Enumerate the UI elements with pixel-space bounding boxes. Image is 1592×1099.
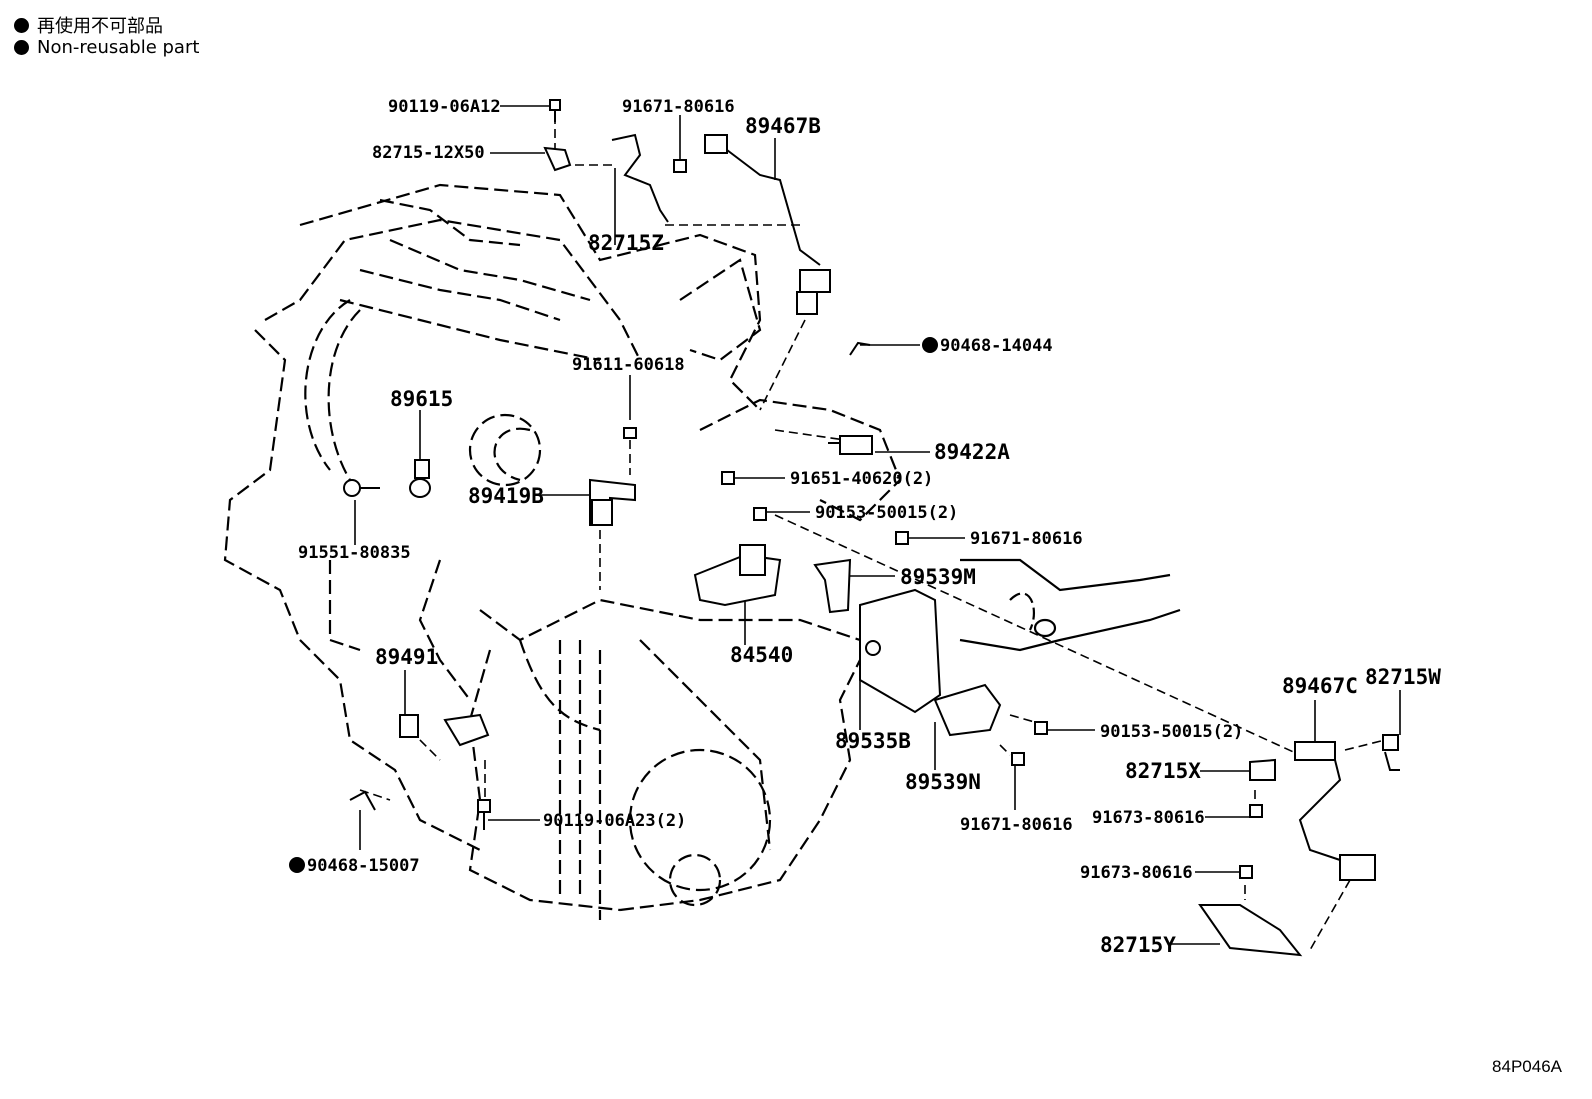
bolt-icon bbox=[895, 531, 909, 545]
bolt-icon bbox=[1011, 752, 1025, 766]
non-reusable-dot-icon bbox=[922, 337, 938, 353]
part-label: 91651-40620(2) bbox=[790, 469, 933, 489]
bracket-icon bbox=[1249, 758, 1276, 781]
part-label: 82715Z bbox=[588, 231, 664, 255]
part-label: 89539M bbox=[900, 565, 976, 589]
part-label: 89535B bbox=[835, 729, 911, 753]
part-label: 91551-80835 bbox=[298, 543, 411, 563]
bolt-icon bbox=[477, 799, 491, 830]
part-label: 89467B bbox=[745, 114, 821, 138]
part-label: 91671-80616 bbox=[622, 97, 735, 117]
sensor-icon bbox=[399, 713, 490, 747]
bolt-icon bbox=[343, 479, 380, 497]
clamp-icon bbox=[1382, 734, 1400, 771]
component-sketches bbox=[343, 99, 1400, 957]
part-label: 90153-50015(2) bbox=[815, 503, 958, 523]
part-label: 84540 bbox=[730, 643, 793, 667]
part-label: 82715W bbox=[1365, 665, 1441, 689]
bracket-icon bbox=[543, 146, 572, 172]
part-label: 91673-80616 bbox=[1092, 808, 1205, 828]
bolt-icon bbox=[721, 471, 735, 485]
legend-en-text: Non-reusable part bbox=[37, 37, 200, 58]
bracket-icon bbox=[813, 558, 852, 614]
speed-sensor-icon bbox=[1294, 741, 1376, 881]
sensor-icon bbox=[704, 134, 831, 315]
engine-outline bbox=[223, 183, 902, 920]
wire-harness-icon bbox=[611, 133, 669, 223]
non-reusable-dot-icon bbox=[289, 857, 305, 873]
speed-sensor-icon bbox=[589, 478, 636, 526]
part-label: 89615 bbox=[390, 387, 453, 411]
bracket-icon bbox=[1198, 904, 1303, 957]
legend-row-en: Non-reusable part bbox=[14, 37, 199, 58]
part-label: 82715Y bbox=[1100, 933, 1176, 957]
part-label: 89419B bbox=[468, 484, 544, 508]
part-label: 91671-80616 bbox=[960, 815, 1073, 835]
part-label: 89467C bbox=[1282, 674, 1358, 698]
clip-icon bbox=[349, 790, 376, 811]
bolt-icon bbox=[1249, 804, 1263, 818]
bolt-icon bbox=[1034, 721, 1048, 735]
part-label: 89491 bbox=[375, 645, 438, 669]
dashed-connectors bbox=[359, 115, 1386, 951]
part-label: 89539N bbox=[905, 770, 981, 794]
bolt-icon bbox=[549, 99, 561, 122]
exhaust-pipe bbox=[959, 558, 1181, 652]
part-label: 82715X bbox=[1125, 759, 1201, 783]
part-labels: 90119-06A12 82715-12X50 91671-80616 8946… bbox=[289, 97, 1441, 957]
part-label: 91673-80616 bbox=[1080, 863, 1193, 883]
knock-sensor-icon bbox=[409, 459, 431, 498]
part-label: 82715-12X50 bbox=[372, 143, 485, 163]
part-label: 90468-14044 bbox=[940, 336, 1053, 356]
legend-row-jp: 再使用不可部品 bbox=[14, 12, 163, 38]
bolt-icon bbox=[673, 159, 687, 173]
part-label: 91671-80616 bbox=[970, 529, 1083, 549]
ecu-icon bbox=[859, 588, 942, 714]
part-label: 90119-06A23(2) bbox=[543, 811, 686, 831]
bracket-icon bbox=[933, 683, 1002, 737]
part-label: 91611-60618 bbox=[572, 355, 685, 375]
leader-lines bbox=[354, 105, 1401, 945]
neutral-switch-icon bbox=[693, 544, 782, 607]
clip-icon bbox=[849, 341, 871, 356]
bolt-icon bbox=[1239, 865, 1253, 879]
non-reusable-dot-icon bbox=[14, 17, 29, 33]
part-label: 90119-06A12 bbox=[388, 97, 501, 117]
non-reusable-dot-icon bbox=[14, 40, 29, 55]
part-label: 89422A bbox=[934, 440, 1010, 464]
sensor-icon bbox=[828, 435, 873, 455]
legend-jp-text: 再使用不可部品 bbox=[37, 16, 163, 37]
bolt-icon bbox=[623, 427, 637, 439]
part-label: 90153-50015(2) bbox=[1100, 722, 1243, 742]
bolt-icon bbox=[753, 507, 767, 521]
part-label: 90468-15007 bbox=[307, 856, 420, 876]
figure-code: 84P046A bbox=[1492, 1057, 1562, 1076]
